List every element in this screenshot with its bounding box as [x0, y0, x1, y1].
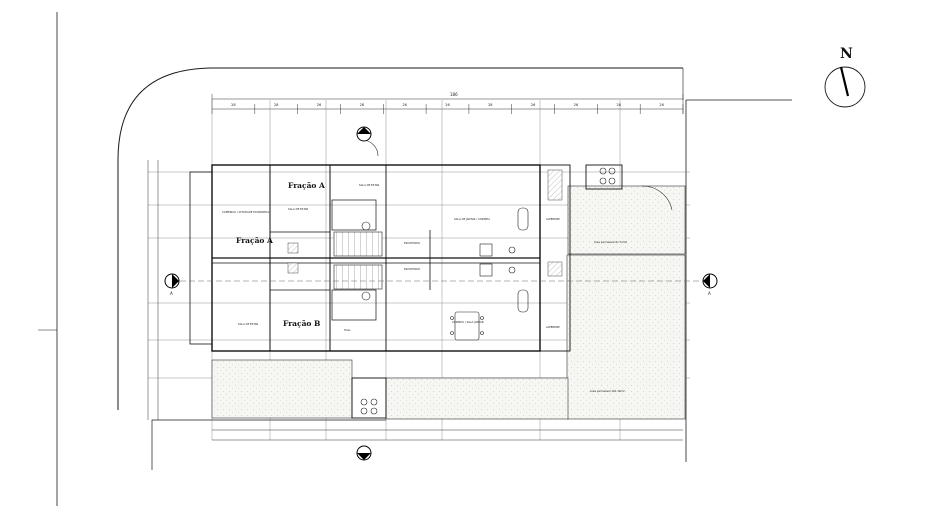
dimension-label: 28 [488, 103, 492, 107]
room-label-escritorio-2: ESCRITÓRIO [404, 266, 420, 271]
garden-areas [211, 185, 686, 420]
room-label-comercio: COMÉRCIO / ATIVIDADE ECONÓMICA [222, 209, 269, 214]
section-marker-right [702, 273, 718, 289]
dimension-label: 26 [659, 103, 663, 107]
room-label-sala-estar-a: SALA DE ESTAR [288, 207, 308, 211]
room-label-alpendre-top: ALPENDRE [546, 217, 560, 221]
staircase [333, 231, 383, 290]
dimension-label: 26 [445, 103, 449, 107]
dimension-chain-bottom [212, 429, 683, 441]
room-label-sala-jantar: SALA DE JANTAR / COZINHA [454, 217, 490, 221]
room-label-escritorio-1: ESCRITÓRIO [404, 240, 420, 245]
area-label-permeavel-top: Área permeável 61.72m2 [594, 239, 627, 244]
dimension-label: 26 [574, 103, 578, 107]
section-marker-left [164, 273, 180, 289]
room-label-cozinha-b: COZINHA / SALA JANTAR [452, 320, 484, 324]
dimension-label: 28 [274, 103, 278, 107]
room-label-hall: HALL [344, 328, 351, 332]
dimension-label: 28 [360, 103, 364, 107]
dimension-label: 28 [231, 103, 235, 107]
dimension-total-top: 186 [450, 92, 458, 97]
room-label-sala-estar-top: SALA DE ESTAR [359, 183, 379, 187]
room-label-sala-estar-b: SALA DE ESTAR [238, 322, 258, 326]
unit-label-fracao-b: Fração B [283, 319, 320, 328]
unit-label-fracao-a-left: Fração A [236, 236, 273, 245]
furniture [360, 139, 673, 415]
dimension-labels: 28 28 26 28 26 26 28 26 26 28 26 [231, 103, 684, 114]
north-label: N [840, 46, 853, 62]
section-marker-top [356, 126, 372, 142]
room-label-alpendre-bottom: ALPENDRE [546, 325, 560, 329]
area-label-permeavel-bottom: Área permeável 161.34m2 [590, 388, 625, 393]
dimension-label: 26 [531, 103, 535, 107]
structural-columns [287, 169, 563, 277]
dimension-label: 26 [402, 103, 406, 107]
dimension-label: 28 [617, 103, 621, 107]
unit-label-fracao-a-top: Fração A [288, 181, 325, 190]
building-walls [189, 164, 623, 419]
dimension-label: 26 [317, 103, 321, 107]
north-arrow: N [824, 46, 866, 108]
section-letter-right: A [708, 291, 711, 296]
section-letter-left: A [170, 291, 173, 296]
dimension-chain-left [147, 160, 159, 420]
section-marker-bottom [356, 445, 372, 461]
